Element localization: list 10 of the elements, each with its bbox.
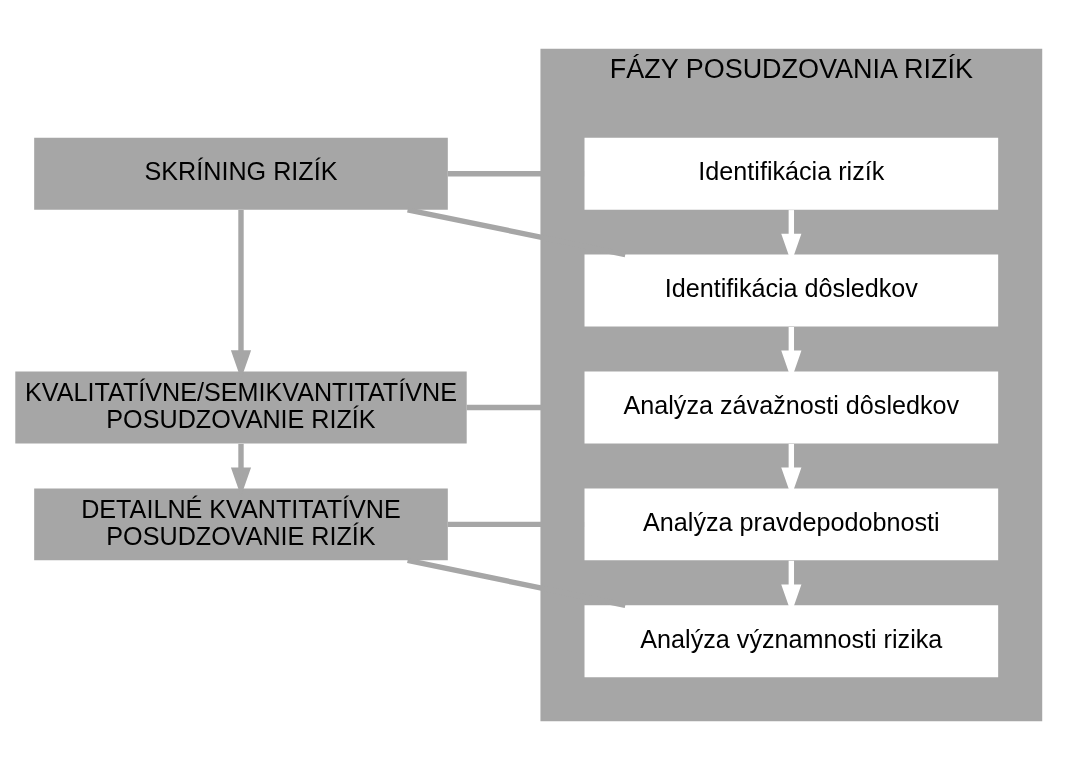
node-box: DETAILNÉ KVANTITATÍVNE POSUDZOVANIE RIZÍK [34, 487, 448, 560]
node-box: Analýza závažnosti dôsledkov [584, 371, 999, 443]
connector [407, 206, 626, 257]
node-box: Identifikácia rizík [584, 137, 999, 210]
node-box: Analýza významnosti rizika [584, 604, 999, 677]
node-box: SKRÍNING RIZÍK [34, 137, 448, 210]
connector [407, 557, 626, 608]
node-box: Identifikácia dôsledkov [584, 254, 999, 327]
node-box: Analýza pravdepodobnosti [584, 487, 999, 560]
node-box: KVALITATÍVNE/SEMIKVANTITATÍVNE POSUDZOVANIE RIZÍK [15, 371, 467, 443]
